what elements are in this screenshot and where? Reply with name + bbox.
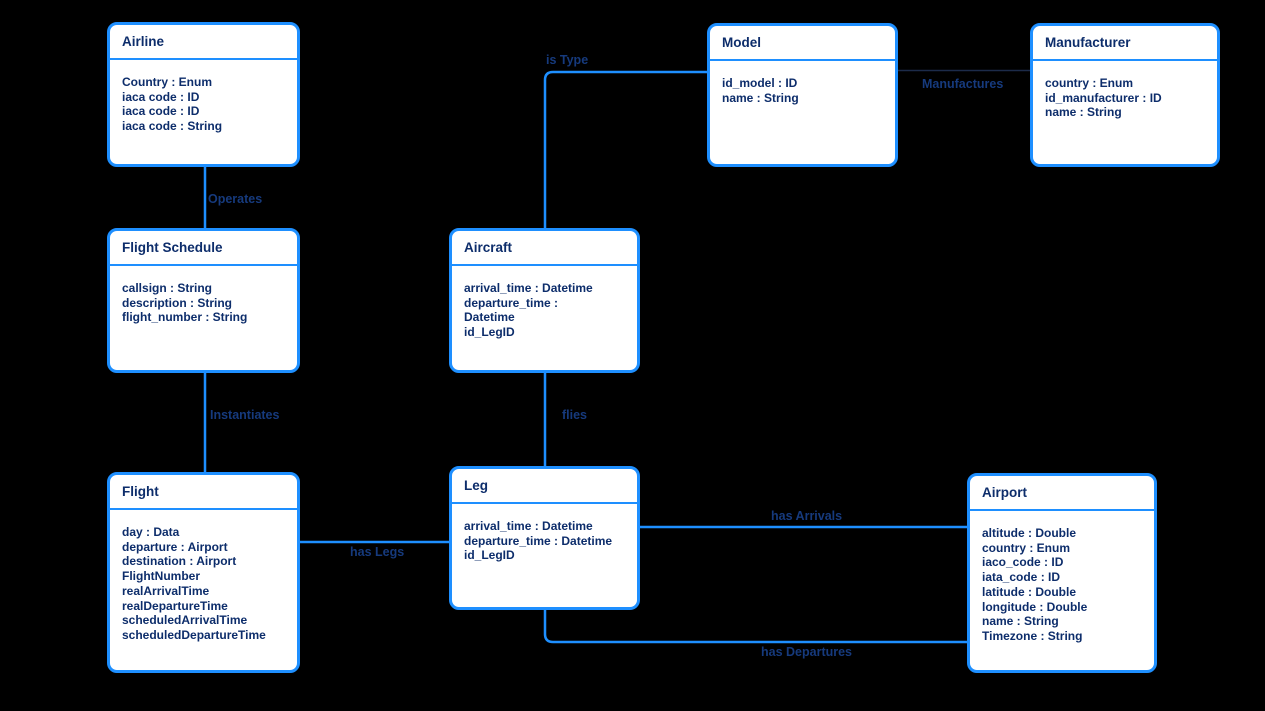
attribute-line: flight_number : String xyxy=(122,310,248,325)
attribute-line: country : Enum xyxy=(1045,76,1134,90)
connector-is-type[interactable] xyxy=(543,70,707,228)
attribute-line: arrival_time : Datetime xyxy=(464,281,593,295)
attribute-line: scheduledDepartureTime xyxy=(122,627,266,642)
entity-flight-title: Flight xyxy=(110,475,297,510)
attribute-line: id_LegID xyxy=(464,548,515,563)
attribute-line: id_manufacturer : ID xyxy=(1045,90,1162,105)
attribute-line: departure_time : Datetime xyxy=(464,533,613,548)
attribute-line: altitude : Double xyxy=(982,526,1076,540)
edge-label-flies[interactable]: flies xyxy=(562,408,588,422)
attribute-line: iaca code : ID xyxy=(122,89,200,104)
attribute-line: FlightNumber xyxy=(122,569,200,584)
connector-has-departures[interactable] xyxy=(543,610,967,644)
entity-leg-title: Leg xyxy=(452,469,637,504)
edge-label-instantiates[interactable]: Instantiates xyxy=(210,408,280,422)
attribute-line: description : String xyxy=(122,295,233,310)
attribute-line: departure_time : xyxy=(464,295,559,310)
edge-label-has-legs[interactable]: has Legs xyxy=(350,545,405,559)
attribute-line: Country : Enum xyxy=(122,75,212,89)
attribute-line: id_LegID xyxy=(464,325,515,340)
entity-flight-schedule-title: Flight Schedule xyxy=(110,231,297,266)
attribute-line: name : String xyxy=(1045,105,1122,120)
entity-model-title: Model xyxy=(710,26,895,61)
attribute-line: realDepartureTime xyxy=(122,598,228,613)
attribute-line: id_model : ID xyxy=(722,76,798,90)
attribute-line: iata_code : ID xyxy=(982,570,1061,585)
attribute-line: departure : Airport xyxy=(122,539,228,554)
attribute-line: latitude : Double xyxy=(982,584,1076,599)
attribute-line: iaco_code : ID xyxy=(982,555,1064,570)
edge-label-operates[interactable]: Operates xyxy=(208,192,263,206)
attribute-line: iaca code : String xyxy=(122,119,223,134)
entity-airline-title: Airline xyxy=(110,25,297,60)
attribute-line: Timezone : String xyxy=(982,628,1083,643)
edge-label-has-departures[interactable]: has Departures xyxy=(761,645,853,659)
attribute-line: scheduledArrivalTime xyxy=(122,613,248,628)
edge-label-manufactures[interactable]: Manufactures xyxy=(922,77,1004,91)
attribute-line: longitude : Double xyxy=(982,599,1088,614)
attribute-line: realArrivalTime xyxy=(122,583,210,598)
attribute-line: name : String xyxy=(722,90,799,105)
attribute-line: callsign : String xyxy=(122,281,213,295)
attribute-line: iaca code : ID xyxy=(122,104,200,119)
attribute-line: name : String xyxy=(982,614,1059,629)
attribute-line: arrival_time : Datetime xyxy=(464,519,593,533)
attribute-line: day : Data xyxy=(122,525,180,539)
entity-airport-title: Airport xyxy=(970,476,1154,511)
attribute-line: Datetime xyxy=(464,310,515,325)
entity-manufacturer-title: Manufacturer xyxy=(1033,26,1217,61)
attribute-line: country : Enum xyxy=(982,540,1071,555)
attribute-line: destination : Airport xyxy=(122,554,237,569)
entity-aircraft-title: Aircraft xyxy=(452,231,637,266)
edge-label-is-type[interactable]: is Type xyxy=(546,53,589,67)
edge-label-has-arrivals[interactable]: has Arrivals xyxy=(771,509,843,523)
